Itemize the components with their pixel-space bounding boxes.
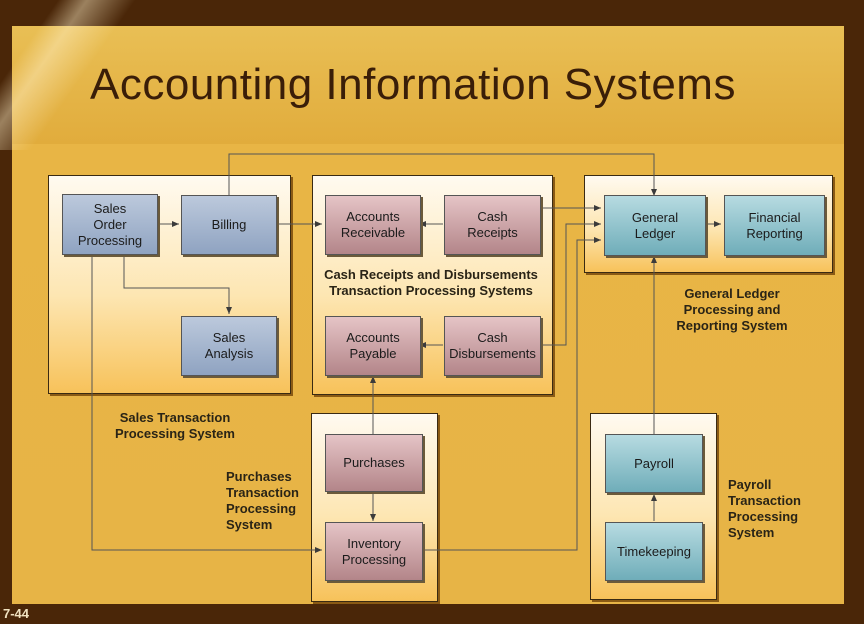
accounts-payable-box: Accounts Payable: [325, 316, 421, 376]
timekeeping-box: Timekeeping: [605, 522, 703, 581]
slide-number: 7-44: [3, 606, 30, 621]
sales-order-processing-box: Sales Order Processing: [62, 194, 158, 255]
title-band: [12, 26, 844, 144]
sales-system-label: Sales Transaction Processing System: [115, 410, 235, 441]
purchases-box: Purchases: [325, 434, 423, 492]
payroll-box: Payroll: [605, 434, 703, 493]
inventory-processing-box: Inventory Processing: [325, 522, 423, 581]
sales-analysis-box: Sales Analysis: [181, 316, 277, 376]
accounts-receivable-box: Accounts Receivable: [325, 195, 421, 255]
cash-system-label: Cash Receipts and Disbursements Transact…: [324, 267, 538, 298]
financial-reporting-box: Financial Reporting: [724, 195, 825, 256]
slide-title: Accounting Information Systems: [90, 60, 736, 109]
general-ledger-system-label: General Ledger Processing and Reporting …: [676, 286, 788, 333]
cash-receipts-box: Cash Receipts: [444, 195, 541, 255]
payroll-system-label: Payroll Transaction Processing System: [728, 477, 801, 540]
cash-disbursements-box: Cash Disbursements: [444, 316, 541, 376]
billing-box: Billing: [181, 195, 277, 255]
general-ledger-box: General Ledger: [604, 195, 706, 256]
purchases-system-label: Purchases Transaction Processing System: [226, 469, 299, 532]
